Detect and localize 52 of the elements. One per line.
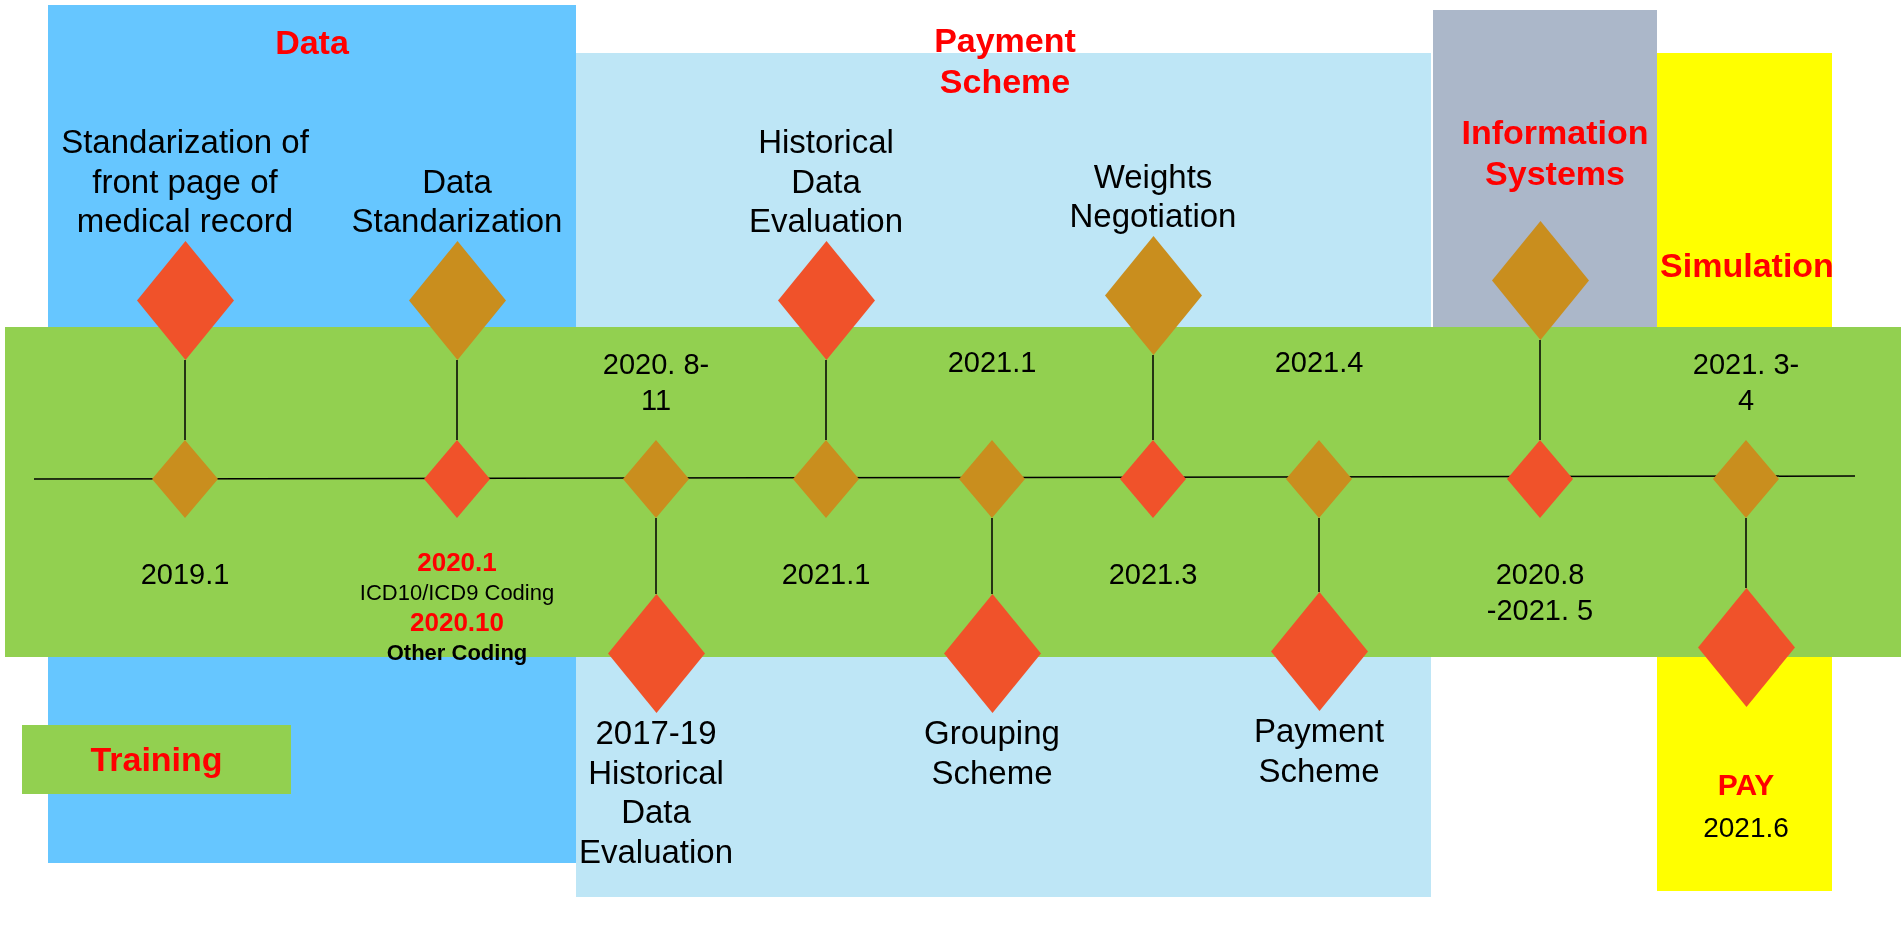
milestone-label: Historical Data Evaluation [747,122,905,241]
date-label: 2021.3 [1107,557,1199,592]
milestone-label: Grouping Scheme [923,713,1061,793]
milestone-label: 2017-19 Historical Data Evaluation [577,713,735,872]
milestone-diamond [1270,592,1368,711]
milestone-diamond [1491,221,1589,340]
connector-line [991,517,993,595]
milestone-diamond [777,241,875,360]
milestone-diamond [1713,440,1779,518]
milestone-label: Weights Negotiation [1068,156,1238,236]
milestone-label: Payment Scheme [1252,711,1386,791]
date-label: 2021.1 [780,557,872,592]
section-heading: Information Systems [1460,112,1650,194]
connector-line [184,359,186,441]
milestone-diamond [1286,440,1352,518]
milestone-diamond [1104,236,1202,355]
milestone-label: 2021.6 [1702,811,1790,845]
connector-line [1318,517,1320,593]
milestone-diamond [959,440,1025,518]
connector-line [655,517,657,595]
milestone-diamond [607,594,705,713]
date-label: 2019.1 [139,557,231,592]
date-label: ICD10/ICD9 Coding [358,578,556,606]
milestone-diamond [793,440,859,518]
date-label: 2021.4 [1273,344,1365,380]
milestone-diamond [623,440,689,518]
section-heading: Data [274,22,350,63]
date-label: 2020.1 [416,546,498,579]
connector-line [456,359,458,441]
connector-line [1152,354,1154,441]
label-box: Training [22,725,291,794]
milestone-label: Standarization of front page of medical record [60,122,310,241]
milestone-label: PAY [1716,767,1776,803]
connector-line [825,359,827,441]
section-heading: Payment Scheme [933,20,1077,102]
section-heading: Simulation [1659,245,1835,286]
connector-line [1745,517,1747,589]
milestone-diamond [943,594,1041,713]
milestone-diamond [136,241,234,360]
milestone-diamond [1120,440,1186,518]
date-label: 2021. 3-4 [1691,346,1801,418]
milestone-diamond [408,241,506,360]
milestone-diamond [152,440,218,518]
milestone-diamond [1697,588,1795,707]
date-label: 2020.10 [409,606,505,639]
date-label: 2020.8 -2021. 5 [1485,557,1595,629]
milestone-diamond [1507,440,1573,518]
date-label: 2020. 8-11 [601,346,711,418]
date-label: 2021.1 [946,344,1038,380]
milestone-diamond [424,440,490,518]
connector-line [1539,339,1541,441]
milestone-label: Data Standarization [350,161,564,241]
